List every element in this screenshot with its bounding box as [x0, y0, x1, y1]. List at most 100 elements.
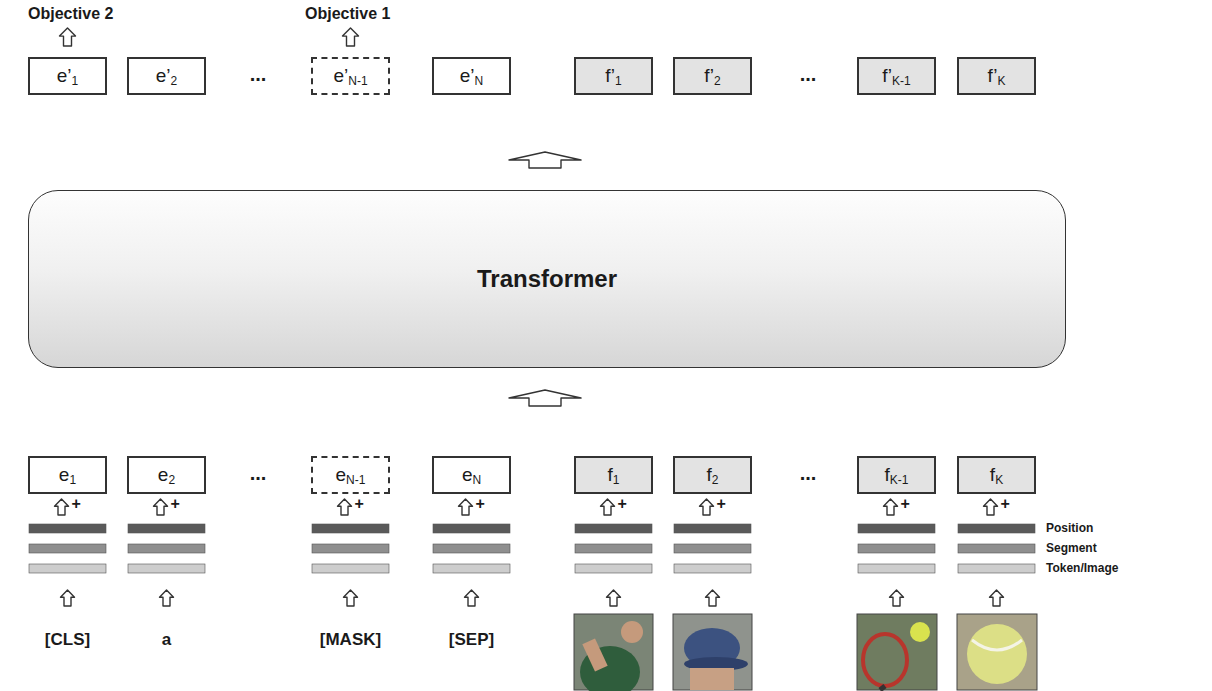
- embedding-bar: [29, 544, 106, 553]
- embedding-box: fK: [957, 456, 1036, 494]
- embedding-bar: [312, 544, 389, 553]
- embedding-bar: [575, 564, 652, 573]
- vector-name: e’: [333, 65, 348, 87]
- legend-swatch: [958, 544, 1035, 553]
- vector-name: e’: [156, 65, 171, 87]
- vector-index: K: [995, 473, 1003, 487]
- embedding-bar: [674, 564, 751, 573]
- embedding-bar: [433, 524, 510, 533]
- legend-label: Segment: [1046, 541, 1097, 555]
- vector-name: e: [336, 464, 347, 486]
- input-token: a: [162, 630, 171, 650]
- plus-sign: +: [171, 495, 180, 513]
- up-arrow: [344, 590, 358, 606]
- ellipsis: ...: [250, 63, 267, 86]
- vector-name: e’: [460, 65, 475, 87]
- embedding-box: e2: [127, 456, 206, 494]
- embedding-bar: [128, 524, 205, 533]
- vector-name: e’: [57, 65, 72, 87]
- embedding-bar: [312, 524, 389, 533]
- up-arrow: [884, 499, 898, 515]
- vector-index: 1: [613, 473, 620, 487]
- up-arrow: [700, 499, 714, 515]
- vector-index: N: [472, 473, 481, 487]
- input-token: [MASK]: [320, 630, 381, 650]
- plus-sign: +: [1001, 495, 1010, 513]
- flow-arrow: [509, 152, 581, 168]
- vector-name: f’: [882, 65, 892, 87]
- vector-index: K: [997, 74, 1005, 88]
- ellipsis: ...: [800, 63, 817, 86]
- embedding-bar: [858, 564, 935, 573]
- vector-index: 2: [171, 74, 178, 88]
- photo-player: [574, 614, 653, 691]
- embedding-bar: [575, 524, 652, 533]
- embedding-bar: [312, 564, 389, 573]
- vector-index: N-1: [346, 473, 365, 487]
- embedding-box: fK-1: [857, 456, 936, 494]
- vector-index: 2: [712, 473, 719, 487]
- vector-index: 1: [69, 473, 76, 487]
- vector-name: e: [59, 464, 70, 486]
- plus-sign: +: [476, 495, 485, 513]
- legend-label: Token/Image: [1046, 561, 1118, 575]
- legend-swatch: [958, 524, 1035, 533]
- embedding-box: e’N-1: [311, 57, 390, 95]
- embedding-bar: [433, 544, 510, 553]
- vector-index: N: [475, 74, 484, 88]
- up-arrow: [55, 499, 69, 515]
- objective-label: Objective 2: [28, 5, 113, 23]
- vector-index: N-1: [348, 74, 367, 88]
- embedding-box: e’1: [28, 57, 107, 95]
- up-arrow: [338, 499, 352, 515]
- up-arrow: [61, 590, 75, 606]
- up-arrow: [601, 499, 615, 515]
- embedding-bar: [128, 544, 205, 553]
- input-token: [CLS]: [45, 630, 90, 650]
- vector-index: 1: [72, 74, 79, 88]
- up-arrow: [984, 499, 998, 515]
- embedding-bar: [29, 564, 106, 573]
- embedding-bar: [575, 544, 652, 553]
- vector-name: f: [885, 464, 890, 486]
- vector-index: 2: [168, 473, 175, 487]
- embedding-box: e’2: [127, 57, 206, 95]
- vector-name: f: [707, 464, 712, 486]
- embedding-box: eN-1: [311, 456, 390, 494]
- photo-ball: [957, 614, 1037, 690]
- legend-swatch: [958, 564, 1035, 573]
- plus-sign: +: [72, 495, 81, 513]
- embedding-bar: [128, 564, 205, 573]
- vector-index: 2: [714, 74, 721, 88]
- input-token: [SEP]: [449, 630, 494, 650]
- ellipsis: ...: [250, 462, 267, 485]
- up-arrow: [990, 590, 1004, 606]
- up-arrow: [706, 590, 720, 606]
- embedding-bar: [433, 564, 510, 573]
- vector-name: e: [462, 464, 473, 486]
- embedding-box: f2: [673, 456, 752, 494]
- photo-cap: [673, 614, 752, 690]
- embedding-box: f’K: [957, 57, 1036, 95]
- legend-label: Position: [1046, 521, 1093, 535]
- vector-index: K-1: [892, 74, 911, 88]
- up-arrow: [465, 590, 479, 606]
- up-arrow: [154, 499, 168, 515]
- vector-index: K-1: [890, 473, 909, 487]
- embedding-box: e’N: [432, 57, 511, 95]
- vector-name: f: [608, 464, 613, 486]
- embedding-bar: [29, 524, 106, 533]
- up-arrow: [607, 590, 621, 606]
- embedding-box: f’1: [574, 57, 653, 95]
- vector-name: f: [990, 464, 995, 486]
- embedding-bar: [858, 544, 935, 553]
- flow-arrow: [509, 390, 581, 406]
- embedding-box: f’K-1: [857, 57, 936, 95]
- vector-name: f’: [988, 65, 998, 87]
- ellipsis: ...: [800, 462, 817, 485]
- plus-sign: +: [717, 495, 726, 513]
- objective-label: Objective 1: [305, 5, 390, 23]
- photo-racket: [857, 614, 937, 690]
- up-arrow: [343, 28, 359, 46]
